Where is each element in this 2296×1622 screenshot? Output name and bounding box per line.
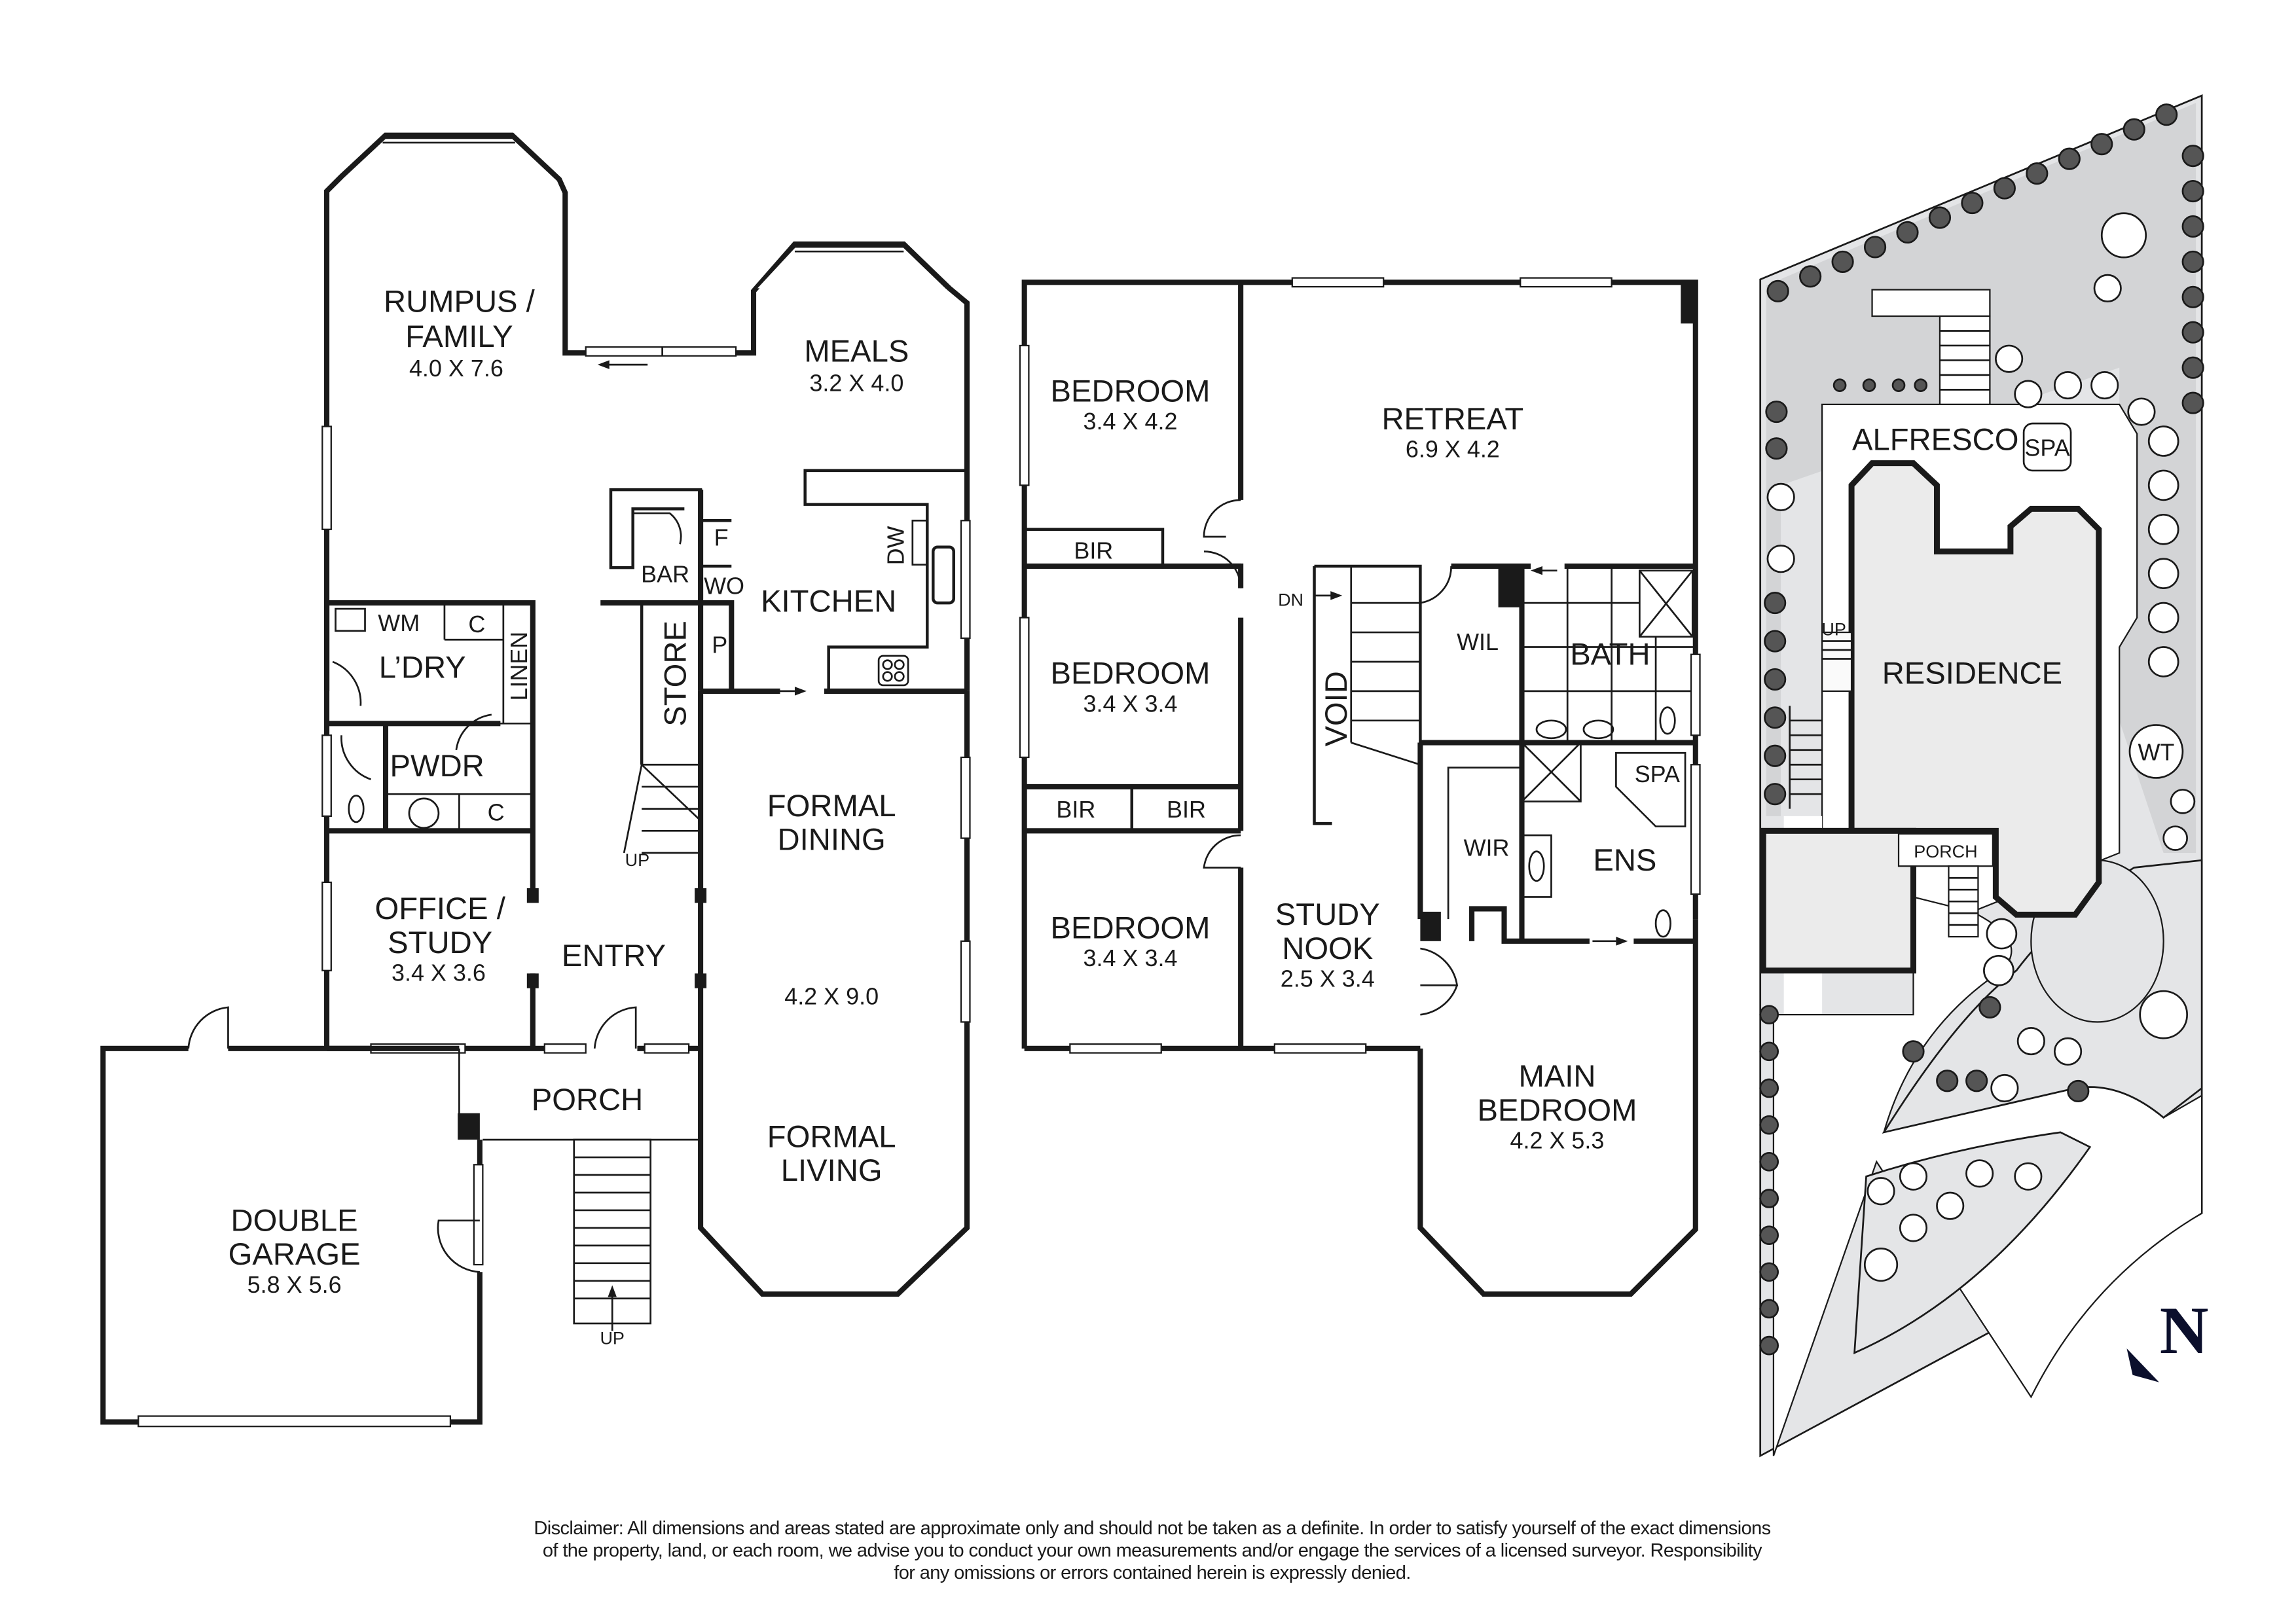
label-wo: WO <box>704 573 744 600</box>
room-label-wil: WIL <box>1457 628 1499 655</box>
label-pantry: P <box>712 632 727 658</box>
room-label-void: VOID <box>1319 671 1354 746</box>
room-label-office-2: STUDY <box>388 926 492 960</box>
label-wm: WM <box>378 609 420 636</box>
room-label-formal-living-2: LIVING <box>781 1153 883 1188</box>
disclaimer-line-2: of the property, land, or each room, we … <box>542 1540 1762 1561</box>
room-label-garage-2: GARAGE <box>228 1237 361 1272</box>
label-bir-1: BIR <box>1074 537 1113 564</box>
site-label-water-tank: WT <box>2138 739 2174 766</box>
disclaimer: Disclaimer: All dimensions and areas sta… <box>367 1517 1938 1584</box>
room-label-retreat: RETREAT <box>1381 402 1523 437</box>
room-label-study-nook-2: NOOK <box>1282 931 1373 966</box>
room-dims-meals: 3.2 X 4.0 <box>809 370 903 397</box>
label-store: STORE <box>659 621 693 727</box>
label-cupboard-powder: C <box>488 799 505 826</box>
label-bir-2: BIR <box>1056 796 1095 823</box>
room-label-rumpus: RUMPUS / <box>384 284 536 319</box>
room-dims-rumpus: 4.0 X 7.6 <box>409 355 503 382</box>
room-label-rumpus-2: FAMILY <box>405 319 513 354</box>
room-label-formal-living: FORMAL <box>767 1119 896 1154</box>
room-dims-retreat: 6.9 X 4.2 <box>1406 436 1500 463</box>
room-dims-formal: 4.2 X 9.0 <box>784 982 879 1009</box>
label-porch-stair-up: UP <box>600 1328 624 1348</box>
room-label-garage: DOUBLE <box>231 1203 358 1238</box>
room-dims-bedroom-3: 3.4 X 3.4 <box>1084 690 1178 717</box>
disclaimer-line-3: for any omissions or errors contained he… <box>894 1562 1411 1583</box>
room-label-bedroom-2: BEDROOM <box>1051 374 1211 408</box>
site-label-alfresco: ALFRESCO <box>1852 422 2018 457</box>
room-label-study-nook: STUDY <box>1275 897 1380 932</box>
label-stair-up: UP <box>625 850 649 870</box>
room-label-meals: MEALS <box>804 334 909 369</box>
room-dims-office: 3.4 X 3.6 <box>392 959 486 986</box>
label-fridge: F <box>714 524 729 550</box>
disclaimer-line-1: Disclaimer: All dimensions and areas sta… <box>534 1518 1771 1539</box>
room-label-powder: PWDR <box>390 749 484 784</box>
site-label-residence: RESIDENCE <box>1882 657 2062 691</box>
site-labels: ALFRESCO SPA RESIDENCE WT PORCH UP <box>1821 422 2174 861</box>
room-label-kitchen: KITCHEN <box>761 585 896 619</box>
label-bir-3: BIR <box>1167 796 1206 823</box>
ground-floor-labels: RUMPUS / FAMILY 4.0 X 7.6 MEALS 3.2 X 4.… <box>228 284 909 1348</box>
room-label-main-bedroom-2: BEDROOM <box>1478 1093 1637 1128</box>
room-label-entry: ENTRY <box>562 939 666 973</box>
room-label-formal-dining: FORMAL <box>767 789 896 823</box>
room-dims-garage: 5.8 X 5.6 <box>247 1271 342 1298</box>
site-label-porch: PORCH <box>1914 842 1977 861</box>
room-label-formal-dining-2: DINING <box>778 823 886 857</box>
room-label-wir: WIR <box>1464 835 1510 861</box>
site-label-up: UP <box>1821 620 1846 640</box>
room-label-bath: BATH <box>1570 637 1650 672</box>
tree-icons <box>1759 103 2204 1356</box>
room-label-laundry: L’DRY <box>379 651 466 685</box>
site-label-spa: SPA <box>2024 434 2069 461</box>
room-dims-bedroom-2: 3.4 X 4.2 <box>1084 408 1178 435</box>
label-dishwasher: DW <box>882 526 909 565</box>
room-label-office: OFFICE / <box>375 892 506 926</box>
room-label-bedroom-3: BEDROOM <box>1051 657 1211 691</box>
label-linen: LINEN <box>505 632 532 701</box>
upper-floor-labels: BEDROOM 3.4 X 4.2 BEDROOM 3.4 X 3.4 BEDR… <box>1051 374 1680 1153</box>
room-dims-study-nook: 2.5 X 3.4 <box>1281 965 1375 992</box>
room-label-bedroom-4: BEDROOM <box>1051 910 1211 945</box>
label-bar: BAR <box>641 561 689 588</box>
room-label-ensuite: ENS <box>1593 843 1656 878</box>
label-stair-down: DN <box>1278 590 1303 610</box>
room-label-porch: PORCH <box>532 1083 643 1117</box>
ground-floor-plan: RUMPUS / FAMILY 4.0 X 7.6 MEALS 3.2 X 4.… <box>100 132 971 1428</box>
room-label-main-bedroom: MAIN <box>1518 1059 1595 1094</box>
room-dims-bedroom-4: 3.4 X 3.4 <box>1084 945 1178 971</box>
upper-floor-plan: BEDROOM 3.4 X 4.2 BEDROOM 3.4 X 3.4 BEDR… <box>1019 277 1701 1297</box>
site-plan: ALFRESCO SPA RESIDENCE WT PORCH UP <box>1759 94 2204 1458</box>
north-compass-icon: N <box>2126 1293 2208 1382</box>
room-dims-main-bedroom: 4.2 X 5.3 <box>1510 1127 1605 1154</box>
compass-label: N <box>2160 1293 2209 1368</box>
label-spa-ensuite: SPA <box>1635 761 1680 787</box>
label-cupboard-laundry: C <box>468 611 485 638</box>
